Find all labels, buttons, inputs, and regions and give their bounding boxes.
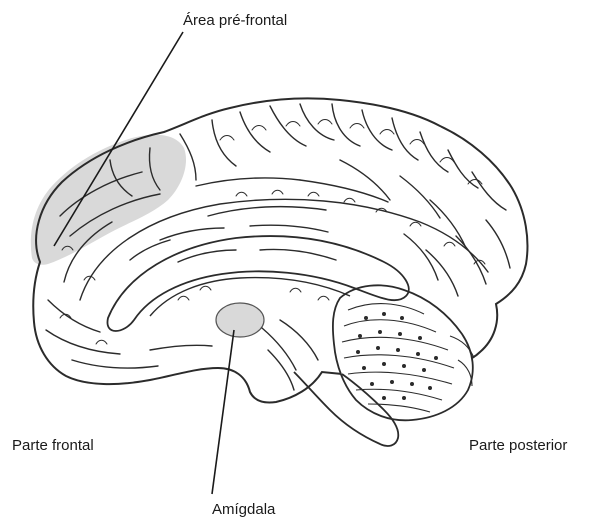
amygdala-region: [216, 303, 264, 337]
cerebellum-outline: [333, 285, 473, 420]
frontal-part-label: Parte frontal: [12, 437, 94, 455]
amygdala-label: Amígdala: [212, 501, 275, 519]
amygdala-pointer-line: [212, 330, 234, 494]
posterior-part-label: Parte posterior: [469, 437, 567, 455]
prefrontal-area-label: Área pré-frontal: [183, 12, 287, 30]
